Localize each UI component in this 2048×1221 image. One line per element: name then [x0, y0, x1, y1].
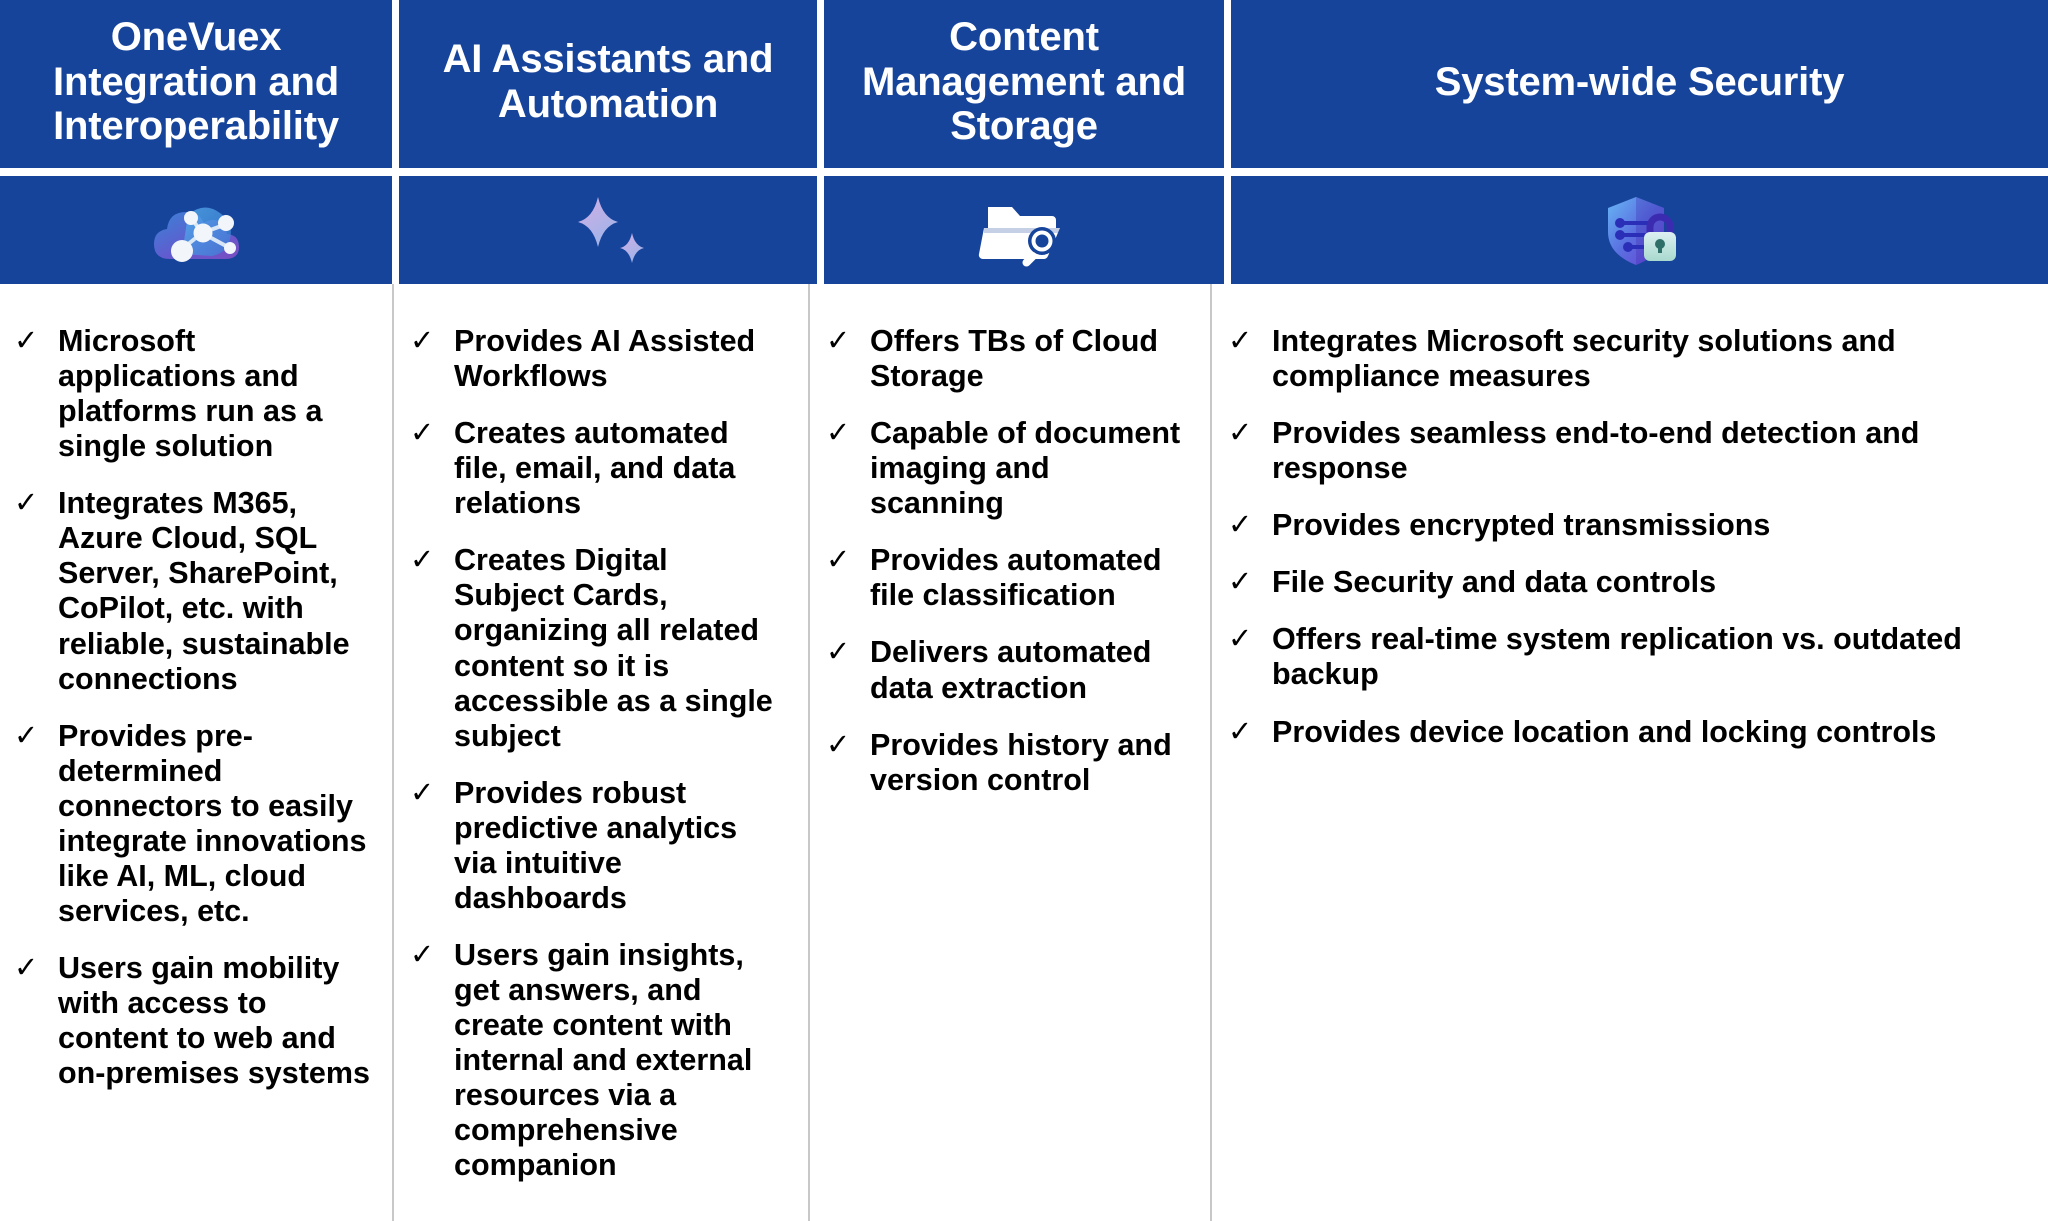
check-icon: ✓: [410, 544, 435, 577]
list-item: ✓ Creates Digital Subject Cards, organiz…: [410, 543, 786, 753]
body-cell-integration: ✓ Microsoft applications and platforms r…: [0, 310, 396, 1221]
bullet-text: Offers TBs of Cloud Storage: [870, 324, 1159, 394]
body-cell-ai-assistants: ✓ Provides AI Assisted Workflows ✓ Creat…: [392, 284, 812, 1221]
bullet-list-system-security: ✓ Integrates Microsoft security solution…: [1228, 324, 2022, 750]
column-body-row: ✓ Microsoft applications and platforms r…: [0, 284, 2048, 1221]
check-icon: ✓: [826, 728, 851, 761]
bullet-list-integration: ✓ Microsoft applications and platforms r…: [14, 324, 370, 1091]
bullet-text: Provides seamless end-to-end detection a…: [1272, 416, 1920, 486]
bullet-text: Capable of document imaging and scanning: [870, 416, 1181, 521]
bullet-text: Offers real-time system replication vs. …: [1272, 622, 1962, 692]
list-item: ✓ File Security and data controls: [1228, 565, 2022, 600]
list-item: ✓ Offers TBs of Cloud Storage: [826, 324, 1188, 394]
check-icon: ✓: [826, 544, 851, 577]
icon-cell-content-management: [824, 176, 1224, 284]
bullet-text: Provides robust predictive analytics via…: [454, 775, 738, 915]
bullet-text: Creates Digital Subject Cards, organizin…: [454, 543, 773, 753]
check-icon: ✓: [14, 487, 39, 520]
check-icon: ✓: [14, 952, 39, 984]
folder-search-icon: [972, 189, 1076, 271]
check-icon: ✓: [410, 776, 435, 809]
bullet-text: Microsoft applications and platforms run…: [58, 324, 323, 464]
bullet-text: Delivers automated data extraction: [870, 635, 1152, 705]
column-icon-row: [0, 176, 2048, 284]
column-title: AI Assistants and Automation: [442, 37, 774, 126]
check-icon: ✓: [14, 325, 39, 357]
check-icon: ✓: [826, 636, 851, 669]
list-item: ✓ Provides seamless end-to-end detection…: [1228, 416, 2022, 486]
list-item: ✓ Integrates M365, Azure Cloud, SQL Serv…: [14, 486, 370, 696]
bullet-text: Provides device location and locking con…: [1272, 714, 1937, 749]
check-icon: ✓: [14, 719, 39, 752]
list-item: ✓ Provides AI Assisted Workflows: [410, 324, 786, 394]
list-item: ✓ Provides pre-determined connectors to …: [14, 719, 370, 929]
list-item: ✓ Delivers automated data extraction: [826, 635, 1188, 705]
bullet-text: Provides AI Assisted Workflows: [454, 324, 756, 394]
list-item: ✓ Provides automated file classification: [826, 543, 1188, 613]
column-header-system-wide-security: System-wide Security: [1231, 0, 2048, 168]
check-icon: ✓: [826, 417, 851, 450]
body-cell-content-management: ✓ Offers TBs of Cloud Storage ✓ Capable …: [808, 284, 1214, 1221]
bullet-text: Provides pre-determined connectors to ea…: [58, 718, 367, 928]
check-icon: ✓: [1228, 715, 1253, 748]
list-item: ✓ Users gain insights, get answers, and …: [410, 938, 786, 1183]
check-icon: ✓: [410, 417, 435, 450]
check-icon: ✓: [1228, 566, 1253, 599]
check-icon: ✓: [826, 325, 851, 357]
column-header-row: OneVuex Integration and Interoperability…: [0, 0, 2048, 168]
check-icon: ✓: [1228, 417, 1253, 450]
bullet-text: Users gain mobility with access to conte…: [58, 951, 370, 1091]
bullet-text: Integrates M365, Azure Cloud, SQL Server…: [58, 486, 350, 696]
icon-cell-ai-assistants: [399, 176, 817, 284]
list-item: ✓ Offers real-time system replication vs…: [1228, 622, 2022, 692]
bullet-text: Provides encrypted transmissions: [1272, 508, 1771, 543]
column-title: Content Management and Storage: [862, 14, 1186, 149]
bullet-text: Users gain insights, get answers, and cr…: [454, 937, 753, 1183]
cloud-network-nodes-icon: [144, 189, 248, 271]
bullet-text: Creates automated file, email, and data …: [454, 416, 736, 521]
check-icon: ✓: [1228, 509, 1253, 542]
bullet-text: Provides history and version control: [870, 727, 1172, 797]
list-item: ✓ Integrates Microsoft security solution…: [1228, 324, 2022, 394]
list-item: ✓ Capable of document imaging and scanni…: [826, 416, 1188, 521]
icon-cell-system-security: [1231, 176, 2048, 284]
body-cell-system-security: ✓ Integrates Microsoft security solution…: [1210, 284, 2048, 1221]
bullet-text: Provides automated file classification: [870, 543, 1162, 613]
header-icon-divider: [0, 168, 2048, 176]
ai-sparkle-icon: [556, 189, 660, 271]
icon-cell-integration: [0, 176, 392, 284]
column-header-content-management: Content Management and Storage: [824, 0, 1224, 168]
list-item: ✓ Provides device location and locking c…: [1228, 715, 2022, 750]
column-header-ai-assistants: AI Assistants and Automation: [399, 0, 817, 168]
shield-lock-icon: [1588, 189, 1692, 271]
check-icon: ✓: [410, 938, 435, 971]
column-title: OneVuex Integration and Interoperability: [53, 14, 339, 149]
list-item: ✓ Provides encrypted transmissions: [1228, 508, 2022, 543]
column-header-onevuex-integration: OneVuex Integration and Interoperability: [0, 0, 392, 168]
list-item: ✓ Provides robust predictive analytics v…: [410, 776, 786, 916]
bullet-list-ai-assistants: ✓ Provides AI Assisted Workflows ✓ Creat…: [410, 324, 786, 1183]
list-item: ✓ Provides history and version control: [826, 728, 1188, 798]
column-title: System-wide Security: [1434, 59, 1845, 104]
bullet-text: Integrates Microsoft security solutions …: [1272, 324, 1896, 394]
bullet-text: File Security and data controls: [1272, 565, 1717, 600]
list-item: ✓ Users gain mobility with access to con…: [14, 951, 370, 1091]
bullet-list-content-management: ✓ Offers TBs of Cloud Storage ✓ Capable …: [826, 324, 1188, 798]
list-item: ✓ Microsoft applications and platforms r…: [14, 324, 370, 464]
list-item: ✓ Creates automated file, email, and dat…: [410, 416, 786, 521]
check-icon: ✓: [1228, 325, 1253, 357]
check-icon: ✓: [410, 325, 435, 357]
check-icon: ✓: [1228, 623, 1253, 656]
